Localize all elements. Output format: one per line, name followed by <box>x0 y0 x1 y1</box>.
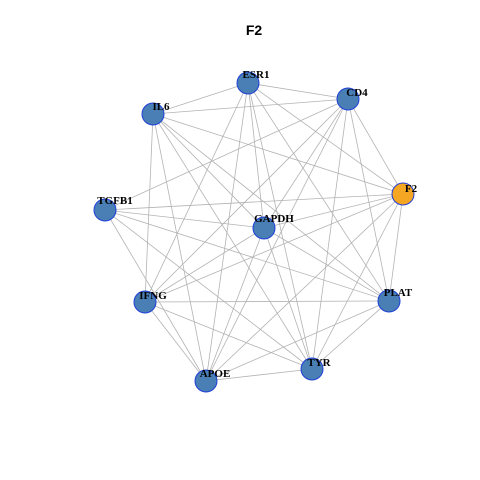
edge-cd4-tgfb1 <box>104 98 349 211</box>
node-circle-il6 <box>141 102 165 126</box>
edge-tgfb1-gapdh <box>104 209 265 229</box>
edge-f2-tyr <box>311 193 404 370</box>
node-tyr: TYR <box>300 357 332 381</box>
node-circle-plat <box>377 289 401 313</box>
edge-il6-gapdh <box>152 113 265 229</box>
edge-f2-apoe <box>205 193 404 382</box>
edge-cd4-plat <box>347 98 390 302</box>
edge-cd4-apoe <box>205 98 349 382</box>
edge-esr1-ifng <box>144 82 249 303</box>
edge-plat-tyr <box>311 300 390 370</box>
edge-ifng-tyr <box>144 301 313 370</box>
node-cd4: CD4 <box>336 87 368 111</box>
node-label-cd4: CD4 <box>346 87 368 99</box>
edge-ifng-plat <box>144 300 390 303</box>
node-tgfb1: TGFB1 <box>93 195 133 222</box>
edge-il6-apoe <box>152 113 207 382</box>
edge-gapdh-apoe <box>205 227 265 382</box>
node-label-esr1: ESR1 <box>243 69 270 81</box>
edge-il6-plat <box>152 113 390 302</box>
node-gapdh: GAPDH <box>252 213 294 240</box>
edge-cd4-il6 <box>152 98 349 115</box>
edge-il6-f2 <box>152 113 404 195</box>
node-circle-apoe <box>194 369 218 393</box>
edge-cd4-ifng <box>144 98 349 303</box>
node-ifng: IFNG <box>133 290 167 314</box>
edge-gapdh-tyr <box>263 227 313 370</box>
node-circle-ifng <box>133 290 157 314</box>
node-label-plat: PLAT <box>384 287 413 299</box>
node-label-il6: IL6 <box>152 101 170 113</box>
edge-cd4-tyr <box>311 98 349 370</box>
node-circle-gapdh <box>252 216 276 240</box>
edge-esr1-il6 <box>152 82 249 115</box>
edge-esr1-cd4 <box>247 82 349 100</box>
edge-ifng-apoe <box>144 301 207 382</box>
edge-gapdh-plat <box>263 227 390 302</box>
edge-f2-ifng <box>144 193 404 303</box>
edge-il6-tyr <box>152 113 313 370</box>
edge-cd4-gapdh <box>263 98 349 229</box>
edges-layer <box>104 82 404 382</box>
edge-plat-apoe <box>205 300 390 382</box>
edge-tgfb1-plat <box>104 209 390 302</box>
node-circle-f2 <box>391 182 415 206</box>
node-label-ifng: IFNG <box>139 290 167 302</box>
node-label-gapdh: GAPDH <box>254 213 294 225</box>
node-circle-tgfb1 <box>93 198 117 222</box>
edge-f2-gapdh <box>263 193 404 229</box>
node-apoe: APOE <box>194 368 231 393</box>
node-plat: PLAT <box>377 287 413 313</box>
node-esr1: ESR1 <box>236 69 270 95</box>
node-circle-esr1 <box>236 71 260 95</box>
edge-tgfb1-tyr <box>104 209 313 370</box>
edge-cd4-f2 <box>347 98 404 195</box>
edge-esr1-tyr <box>247 82 313 370</box>
node-il6: IL6 <box>141 101 170 126</box>
node-circle-cd4 <box>336 87 360 111</box>
node-label-apoe: APOE <box>200 368 231 380</box>
node-circle-tyr <box>300 357 324 381</box>
edge-f2-tgfb1 <box>104 193 404 211</box>
edge-esr1-f2 <box>247 82 404 195</box>
node-label-tgfb1: TGFB1 <box>97 195 132 207</box>
chart-title: F2 <box>246 22 263 38</box>
node-label-tyr: TYR <box>307 357 331 369</box>
node-f2: F2 <box>391 182 418 206</box>
edge-esr1-gapdh <box>247 82 265 229</box>
edge-f2-plat <box>388 193 404 302</box>
edge-tyr-apoe <box>205 368 313 382</box>
edge-gapdh-ifng <box>144 227 265 303</box>
node-label-f2: F2 <box>405 183 418 195</box>
edge-esr1-plat <box>247 82 390 302</box>
